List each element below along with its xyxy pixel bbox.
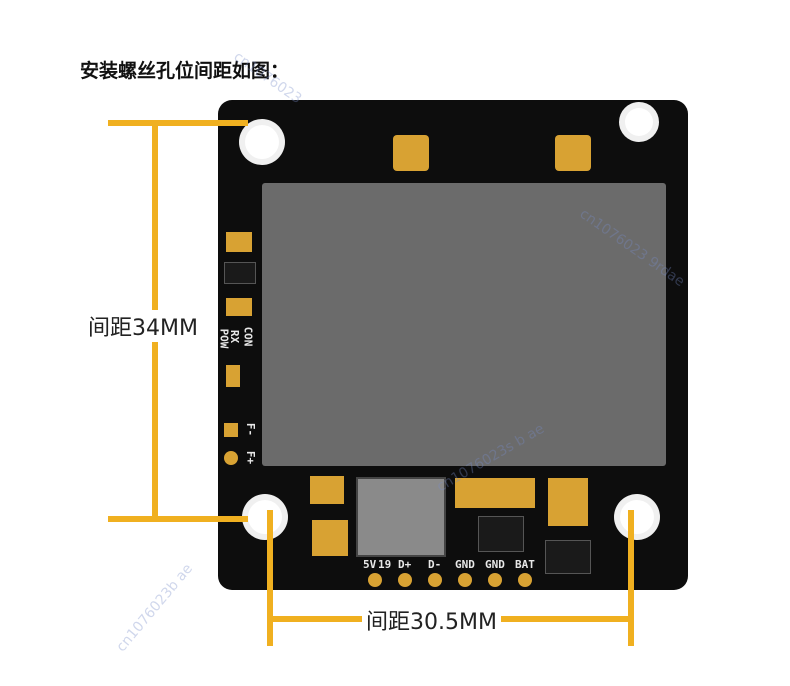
component-pad	[455, 478, 535, 508]
vertical-dimension-label: 间距34MM	[84, 310, 202, 342]
component-pad	[548, 478, 588, 526]
pin-label-d-plus: D+	[398, 558, 412, 571]
mount-hole-bottom-left	[248, 500, 282, 534]
component-pad	[312, 520, 348, 556]
label-con: CON	[241, 326, 255, 347]
pin-label-gnd-2: GND	[485, 558, 505, 571]
mount-hole-bottom-right	[620, 500, 654, 534]
component-chip	[224, 262, 256, 284]
mount-hole-top-right	[625, 108, 653, 136]
solder-pad	[518, 573, 532, 587]
label-f-minus: F-	[244, 422, 258, 437]
pin-label-d-minus: D-	[428, 558, 442, 571]
component-pad	[310, 476, 344, 504]
component-pad	[226, 298, 252, 316]
pin-label-gnd: GND	[455, 558, 475, 571]
component-pad	[226, 232, 252, 252]
solder-pad	[398, 573, 412, 587]
antenna-connector-right	[555, 135, 591, 171]
solder-pad	[368, 573, 382, 587]
solder-pad	[428, 573, 442, 587]
usb-controller-chip	[478, 516, 524, 552]
solder-pad	[458, 573, 472, 587]
test-pad-f-minus	[224, 423, 238, 437]
dimension-line-right	[628, 510, 634, 646]
pin-label-bat: BAT	[515, 558, 535, 571]
watermark: cn1076023b ae	[113, 560, 197, 656]
component-pad	[226, 365, 240, 387]
label-f-plus: F+	[244, 450, 258, 465]
pin-label-5v: 5V	[363, 558, 377, 571]
diode	[545, 540, 591, 574]
inductor	[356, 477, 446, 557]
solder-pad	[488, 573, 502, 587]
label-pow: POW	[217, 328, 231, 349]
pin-label-19: 19	[378, 558, 392, 571]
test-pad-f-plus	[224, 451, 238, 465]
page-title: 安装螺丝孔位间距如图：	[80, 60, 290, 82]
antenna-connector-left	[393, 135, 429, 171]
mount-hole-top-left	[245, 125, 279, 159]
dimension-line-top	[108, 120, 248, 126]
dimension-line-left	[267, 510, 273, 646]
rf-shield	[262, 183, 666, 466]
dimension-line-bottom	[108, 516, 248, 522]
horizontal-dimension-label: 间距30.5MM	[362, 604, 501, 636]
